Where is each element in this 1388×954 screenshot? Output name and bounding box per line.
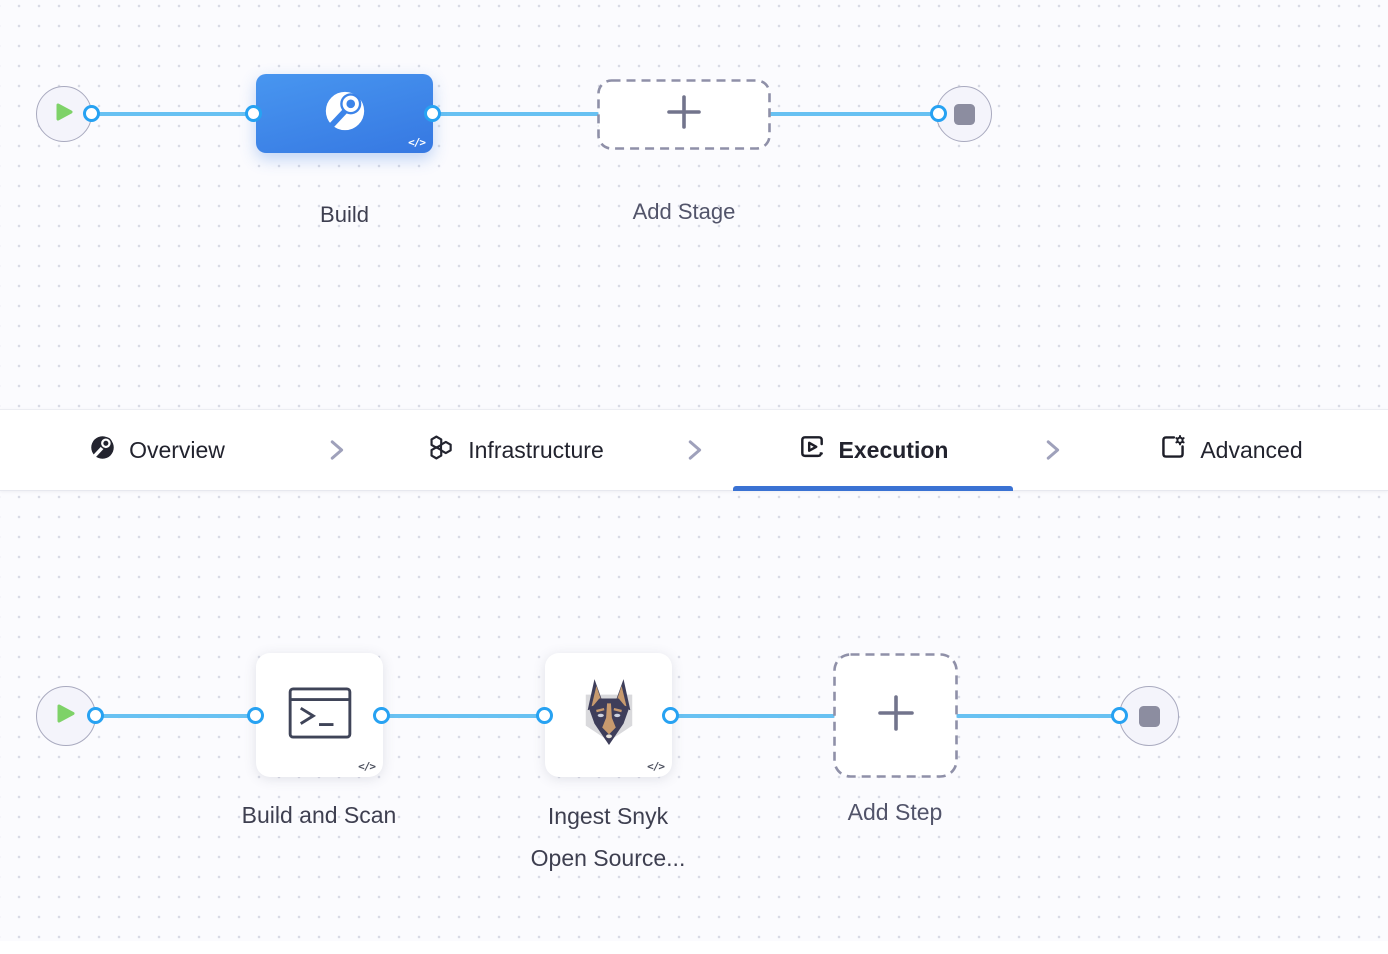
connector-line xyxy=(433,112,599,116)
connector-line xyxy=(769,112,941,116)
connector-line xyxy=(96,714,258,718)
connector-port xyxy=(247,707,264,724)
connector-port xyxy=(83,105,100,122)
execution-start-node xyxy=(36,686,96,746)
code-icon: </> xyxy=(408,136,426,149)
ci-build-stage-icon xyxy=(322,88,368,139)
tab-label: Advanced xyxy=(1200,436,1303,463)
connector-port xyxy=(87,707,104,724)
step-card-build-and-scan[interactable]: </> xyxy=(256,653,383,777)
advanced-gear-icon xyxy=(1159,433,1187,467)
stage-card-build[interactable]: </> xyxy=(256,74,433,153)
canvas-bottom-strip xyxy=(0,941,1388,954)
tab-infrastructure[interactable]: Infrastructure xyxy=(358,410,672,490)
connector-line xyxy=(382,714,547,718)
pipeline-start-node xyxy=(36,86,92,142)
step-label-line1: Ingest Snyk xyxy=(547,803,669,829)
play-icon xyxy=(57,704,75,728)
step-label-line2: Open Source... xyxy=(530,845,686,871)
tab-label: Overview xyxy=(129,436,225,463)
connector-port xyxy=(424,105,441,122)
tab-label: Infrastructure xyxy=(468,436,604,463)
connector-line xyxy=(956,714,1122,718)
connector-port xyxy=(1111,707,1128,724)
connector-line xyxy=(92,112,256,116)
stage-config-tabbar: Overview Infrastructure Execution xyxy=(0,409,1388,491)
stop-icon xyxy=(953,103,975,125)
run-step-terminal-icon xyxy=(288,686,352,744)
add-step-button[interactable] xyxy=(833,653,958,778)
chevron-right-icon xyxy=(1030,410,1074,490)
plus-icon xyxy=(877,695,914,736)
execution-steps-canvas[interactable]: </> </> xyxy=(0,491,1388,954)
tab-advanced[interactable]: Advanced xyxy=(1074,410,1388,490)
connector-port xyxy=(373,707,390,724)
overview-icon xyxy=(89,434,116,467)
connector-line xyxy=(671,714,835,718)
execution-icon xyxy=(798,433,826,467)
connector-port xyxy=(662,707,679,724)
connector-port xyxy=(536,707,553,724)
connector-port xyxy=(245,105,262,122)
step-label-ingest-snyk: Ingest Snyk Open Source... xyxy=(508,795,708,879)
chevron-right-icon xyxy=(314,410,358,490)
code-icon: </> xyxy=(358,760,376,773)
plus-icon xyxy=(667,95,701,134)
selected-tab-underline xyxy=(733,486,1013,491)
tab-label: Execution xyxy=(838,436,949,463)
infrastructure-icon xyxy=(426,433,455,468)
tab-execution[interactable]: Execution xyxy=(716,410,1030,491)
execution-end-node xyxy=(1119,686,1179,746)
chevron-right-icon xyxy=(672,410,716,490)
connector-port xyxy=(930,105,947,122)
step-label-build-and-scan: Build and Scan xyxy=(241,802,397,828)
code-icon: </> xyxy=(647,760,665,773)
stop-icon xyxy=(1138,705,1160,727)
tab-overview[interactable]: Overview xyxy=(0,410,314,490)
add-stage-button[interactable] xyxy=(597,79,771,150)
play-icon xyxy=(56,103,73,126)
add-step-label: Add Step xyxy=(847,799,943,825)
stage-label: Build xyxy=(320,202,369,227)
stage-pipeline-canvas[interactable]: </> Build Add Stage xyxy=(0,0,1388,409)
add-stage-label: Add Stage xyxy=(632,199,736,224)
snyk-doberman-icon xyxy=(578,677,640,754)
step-card-ingest-snyk[interactable]: </> xyxy=(545,653,672,777)
